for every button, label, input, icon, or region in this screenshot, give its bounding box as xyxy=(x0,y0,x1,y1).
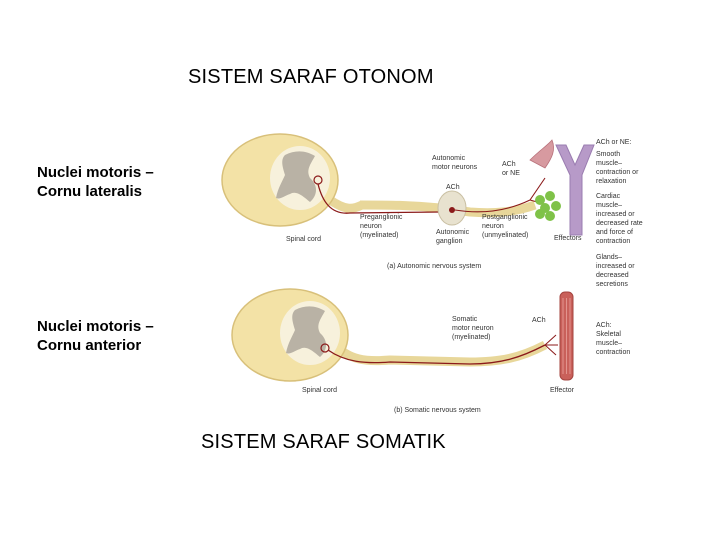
effects-line-10: and force of xyxy=(596,229,633,236)
somatic-spinal-cord-label: Spinal cord xyxy=(302,387,337,394)
preganglionic-label-1: Preganglionic xyxy=(360,214,403,221)
effects-line-6: Cardiac xyxy=(596,193,621,200)
neuromuscular-junction xyxy=(545,335,558,355)
effects-line-2: Smooth xyxy=(596,151,620,158)
gland-cluster xyxy=(535,191,561,221)
somatic-effects-list: ACh: Skeletal muscle– contraction xyxy=(596,322,630,356)
effects-line-4: contraction or xyxy=(596,169,639,176)
postganglionic-cell-body xyxy=(449,207,455,213)
ach-ganglion-label: ACh xyxy=(446,184,460,191)
effects-line-15: secretions xyxy=(596,281,628,288)
autonomic-effects-list: ACh or NE: Smooth muscle– contraction or… xyxy=(596,139,643,288)
postganglionic-label-1: Postganglionic xyxy=(482,214,528,221)
somatic-caption: (b) Somatic nervous system xyxy=(394,407,481,414)
preganglionic-label-3: (myelinated) xyxy=(360,232,399,239)
autonomic-caption: (a) Autonomic nervous system xyxy=(387,263,481,270)
effects-line-9: decreased rate xyxy=(596,220,643,227)
autonomic-spinal-cord-label: Spinal cord xyxy=(286,236,321,243)
effects-line-12: Glands– xyxy=(596,254,622,261)
preganglionic-label-2: neuron xyxy=(360,223,382,230)
effects-line-1: ACh or NE: xyxy=(596,139,631,146)
gland-5 xyxy=(545,211,555,221)
somatic-panel: Spinal cord Somatic motor neuron (myelin… xyxy=(232,289,630,414)
gland-2 xyxy=(545,191,555,201)
gland-4 xyxy=(551,201,561,211)
somatic-motor-neuron-label-2: motor neuron xyxy=(452,325,494,332)
effects-line-7: muscle– xyxy=(596,202,622,209)
effects-line-14: decreased xyxy=(596,272,629,279)
somatic-motor-neuron-label-1: Somatic xyxy=(452,316,478,323)
postganglionic-label-2: neuron xyxy=(482,223,504,230)
effectors-label: Effectors xyxy=(554,235,582,242)
effects-line-11: contraction xyxy=(596,238,630,245)
gland-6 xyxy=(535,209,545,219)
effects-line-5: relaxation xyxy=(596,178,626,185)
autonomic-motor-neurons-label-1: Autonomic xyxy=(432,155,466,162)
smooth-muscle xyxy=(530,140,554,168)
ach-or-ne-label-1: ACh xyxy=(502,161,516,168)
somatic-effects-line-3: muscle– xyxy=(596,340,622,347)
autonomic-motor-neurons-label-2: motor neurons xyxy=(432,164,478,171)
somatic-effects-line-1: ACh: xyxy=(596,322,612,329)
somatic-motor-neuron-label-3: (myelinated) xyxy=(452,334,491,341)
somatic-effector-label: Effector xyxy=(550,387,575,394)
somatic-ach-label: ACh xyxy=(532,317,546,324)
autonomic-panel: Spinal cord Autonomic motor neurons ACh … xyxy=(222,134,643,288)
effects-line-3: muscle– xyxy=(596,160,622,167)
postganglionic-label-3: (unmyelinated) xyxy=(482,232,528,239)
somatic-effects-line-2: Skeletal xyxy=(596,331,621,338)
ganglion-label-2: ganglion xyxy=(436,238,463,245)
somatic-nerve xyxy=(335,345,545,362)
effects-line-8: increased or xyxy=(596,211,635,218)
somatic-effects-line-4: contraction xyxy=(596,349,630,356)
ach-or-ne-label-2: or NE xyxy=(502,170,520,177)
autonomic-root xyxy=(330,200,362,208)
effects-line-13: increased or xyxy=(596,263,635,270)
ganglion-label-1: Autonomic xyxy=(436,229,470,236)
cardiac-muscle xyxy=(556,145,594,235)
